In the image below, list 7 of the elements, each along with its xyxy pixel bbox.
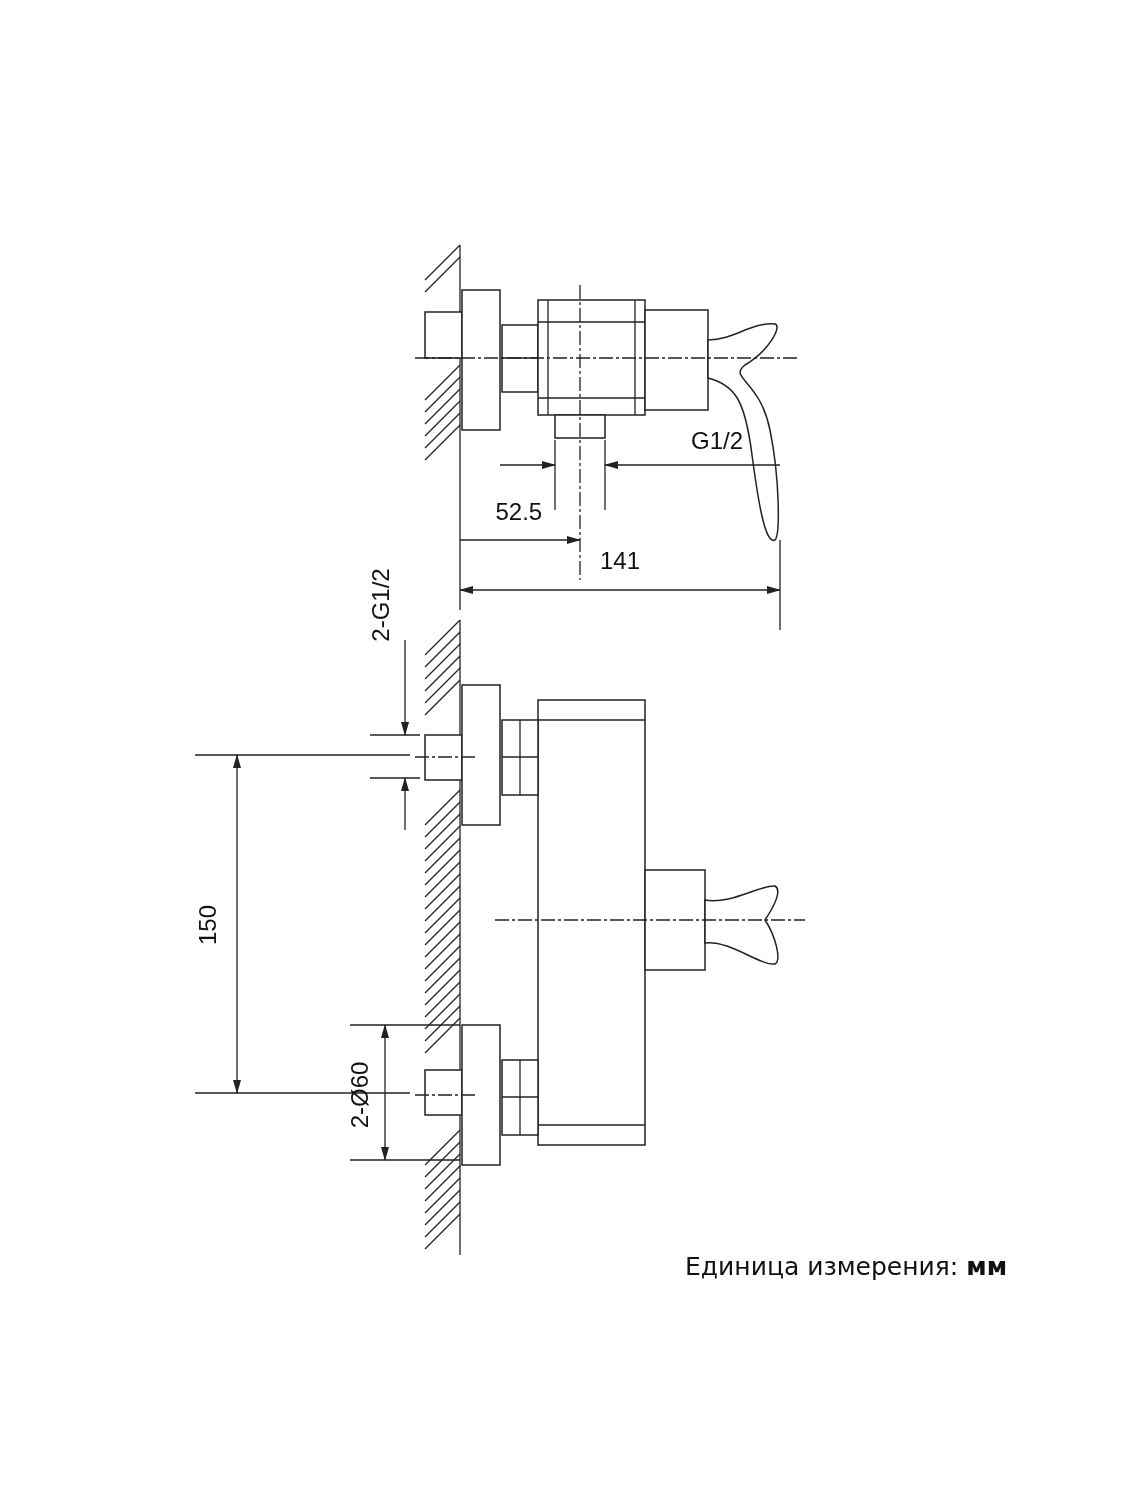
thread-label: G1/2 — [691, 429, 744, 453]
dimension-label: 52.5 — [495, 500, 543, 524]
dimension-label: 141 — [600, 549, 641, 573]
units-note: Единица измерения: мм — [685, 1253, 1008, 1279]
dimension-label: 150 — [196, 905, 220, 945]
dimension-label: 2-Ø60 — [347, 1061, 372, 1129]
thread-label: 2-G1/2 — [368, 568, 393, 642]
